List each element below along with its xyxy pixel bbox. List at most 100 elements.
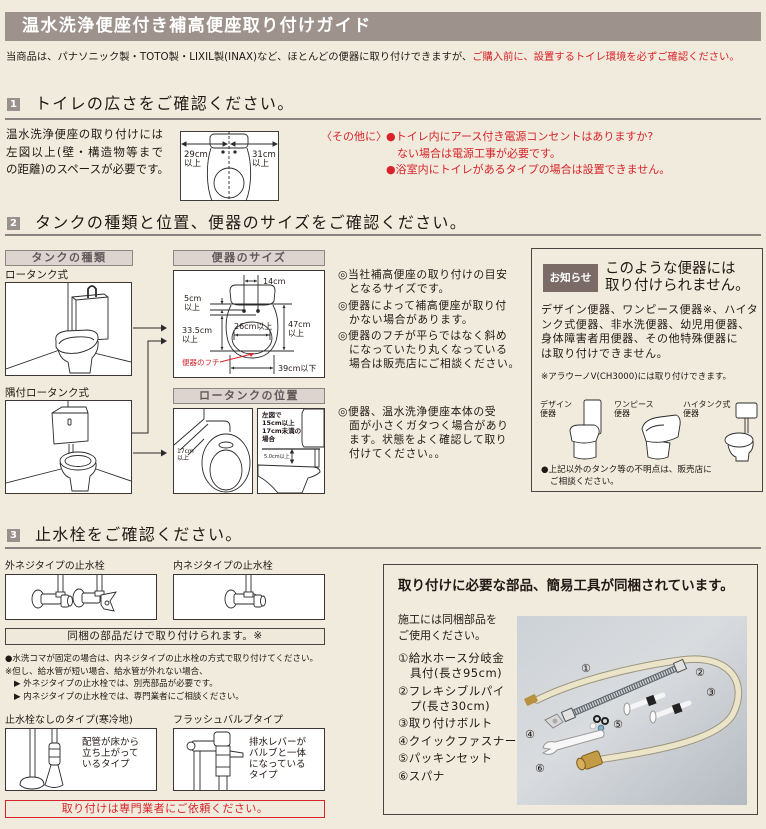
valve	[224, 575, 266, 609]
inner-thread-label: 内ネジタイプの止水栓	[173, 561, 273, 572]
low-tank-toilet-icon	[6, 283, 131, 374]
left-distance: 29cm	[184, 150, 208, 160]
notice-tag: お知らせ	[543, 264, 598, 292]
parts-list-item: ④クイックファスナー	[398, 733, 517, 748]
low-tank-illustration	[5, 282, 132, 376]
valve-note: ●水洗コマが固定の場合は、内ネジタイプの止水栓の方式で取り付けてください。	[5, 654, 318, 664]
parts-intro-line: 施工には同梱部品を	[398, 613, 497, 626]
rim-label: 便器のフチ	[182, 357, 220, 367]
condition-line: 場合	[262, 434, 276, 443]
notice-body-line: ンク式便器、非水洗便器、幼児用便器、	[541, 317, 750, 331]
tank-position-diagram-b: 左図で 15cm以上 17cm未満の 場合 5.0cm以上	[257, 408, 325, 494]
toilet-bowl	[59, 451, 97, 492]
size-note-line: となるサイズです。	[349, 282, 450, 295]
photo-label-3: ③	[706, 686, 716, 699]
parts-intro-line: ご使用ください。	[398, 629, 486, 642]
position-note-line: ます。状態をよく確認して取り	[349, 433, 508, 446]
parts-list: ①給水ホース分岐金 具付(長さ95cm) ②フレキシブルパイ プ(長さ30cm)…	[398, 651, 517, 786]
other-note: ●浴室内にトイレがあるタイプの場合は設置できません。	[386, 163, 671, 176]
section1-body-line: の距離)のスペースが必要です。	[6, 162, 169, 176]
notice-box: お知らせ このような便器には 取り付けられません。 デザイン便器、ワンピース便器…	[531, 248, 763, 492]
toilet-top-view-illustration: 29cm 以上 31cm 以上	[180, 131, 279, 202]
flow-arrows	[132, 324, 167, 457]
parts-item-line: ②フレキシブルパイ	[398, 683, 505, 698]
flush-valve-label: フラッシュバルブタイプ	[173, 715, 283, 726]
description-line: バルブと一体	[249, 748, 307, 759]
notice-title-line: このような便器には	[605, 261, 736, 277]
valve-2	[72, 575, 117, 612]
tank-types-header: タンクの種類	[5, 250, 133, 266]
one-piece-toilet-icon	[641, 414, 681, 460]
distance-arrows	[180, 141, 279, 147]
size-note-line: ◎便器によって補高便座が取り付	[338, 298, 507, 312]
photo-label-6: ⑥	[535, 762, 545, 775]
notice-body-line: 身体障害者用便器、その他特殊便器に	[541, 332, 739, 345]
notice-title-line: 取り付けられません。	[605, 278, 750, 294]
description-line: いるタイプ	[82, 759, 130, 770]
intro-warning: ご購入前に、設置するトイレ環境を必ずご確認ください。	[472, 51, 740, 63]
water-supply-hose	[524, 655, 742, 771]
inner-thread-valve-illustration	[173, 574, 325, 620]
photo-label-1: ①	[581, 662, 591, 675]
description-line: タイプ	[249, 770, 278, 781]
size-note-line: 場合は販売店にご相談ください。	[349, 357, 520, 370]
section1-divider	[5, 118, 761, 120]
clearance: 5.0cm以上	[264, 453, 290, 460]
right-distance: 31cm	[252, 150, 276, 160]
tank-clearance-illustration: 左図で 15cm以上 17cm未満の 場合 5.0cm以上	[258, 409, 324, 493]
condition-line: 17cm未満の	[262, 426, 302, 435]
front-length-qualifier: 以上	[182, 335, 198, 344]
dimension-arrowheads	[220, 279, 286, 370]
mounting-bolts	[623, 692, 692, 724]
no-valve-illustration: 配管が床から 立ち上がって いるタイプ	[5, 728, 157, 791]
parts-item-line: ①給水ホース分岐金	[398, 651, 505, 665]
parts-item-line: プ(長さ30cm)	[410, 698, 491, 713]
corner-tank-illustration	[5, 400, 132, 494]
section-number-2: 2	[7, 217, 20, 230]
example-label: デザイン	[540, 399, 572, 409]
position-note-line: ◎便器、温水洗浄便座本体の受	[338, 405, 497, 418]
right-qualifier: 以上	[252, 159, 270, 169]
photo-label-2: ②	[695, 666, 705, 679]
professional-installation-notice: 取り付けは専門業者にご依頼ください。	[5, 800, 325, 818]
size-notes: ◎当社補高便座の取り付けの目安 となるサイズです。 ◎便器によって補高便座が取り…	[338, 268, 520, 374]
other-notes: ●トイレ内にアース付き電源コンセントはありますか? ない場合は電源工事が必要です…	[386, 129, 670, 179]
intro-text: 当商品は、パナソニック製・TOTO製・LIXIL製(INAX)など、ほとんどの便…	[6, 50, 740, 64]
tank-position-diagram-a: 17cm 以上	[173, 408, 253, 494]
tank-side-view	[301, 409, 324, 468]
supply-pipe	[206, 420, 231, 432]
bowl-size-diagram: 14cm 5cm 以上 33.5cm 以上 26cm以上 47cm 以上 便器の…	[173, 270, 325, 378]
seat-top-view	[201, 433, 251, 493]
wall-distance: 17cm	[177, 448, 194, 455]
notice-bottom-line: ご相談ください。	[550, 476, 619, 487]
parts-photo: ① ② ③ ④ ⑤ ⑥	[517, 616, 747, 805]
parts-title: 取り付けに必要な部品、簡易工具が同梱されています。	[398, 578, 734, 594]
size-note-line: ◎便器のフチが平らではなく斜め	[338, 329, 508, 342]
valve-1	[31, 575, 73, 609]
example-label: 便器	[683, 408, 699, 418]
bowl-size-header: 便器のサイズ	[173, 250, 325, 266]
example-label: ワンピース	[614, 400, 654, 409]
notice-bottom-line: ●上記以外のタンク等の不明点は、販売店に	[541, 465, 712, 475]
valve-note: ▶ 外ネジタイプの止水栓では、別売部品が必要です。	[14, 679, 218, 689]
section1-heading: トイレの広さをご確認ください。	[35, 94, 295, 113]
parts-list-item: ②フレキシブルパイ プ(長さ30cm)	[398, 684, 517, 714]
photo-label-4: ④	[525, 728, 535, 741]
quick-fastener	[544, 713, 564, 729]
parts-list-item: ③取り付けボルト	[398, 716, 493, 730]
other-note: ●トイレ内にアース付き電源コンセントはありますか?	[386, 130, 654, 143]
section-number-1: 1	[7, 98, 20, 111]
outer-thread-valve-icon	[31, 575, 117, 612]
parts-photo-image: ① ② ③ ④ ⑤ ⑥	[517, 616, 747, 805]
front-length: 33.5cm	[182, 326, 212, 335]
distance-line	[187, 438, 205, 456]
position-note: ◎便器、温水洗浄便座本体の受 面が小さくガタつく場合があり ます。状態をよく確認…	[338, 405, 509, 461]
flush-valve	[186, 731, 244, 790]
description-line: 配管が床から	[82, 737, 140, 748]
notice-body-line: は取り付けできません。	[541, 346, 669, 360]
description-line: 排水レバーが	[249, 737, 307, 748]
flush-valve-description: 排水レバーが バルブと一体 になっている タイプ	[249, 737, 306, 781]
notice-bottom-note: ●上記以外のタンク等の不明点は、販売店に ご相談ください。	[541, 465, 712, 488]
arrowheads	[161, 324, 167, 457]
photo-background	[517, 616, 747, 805]
